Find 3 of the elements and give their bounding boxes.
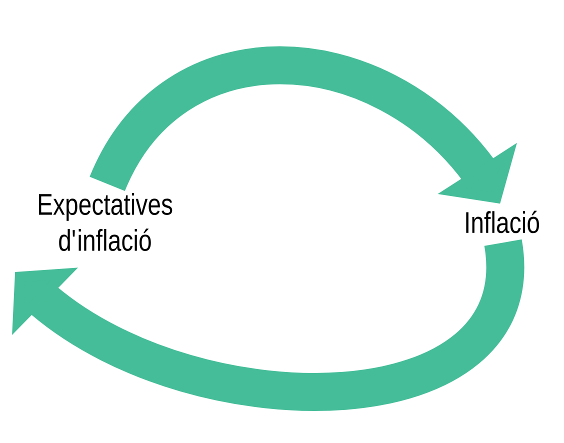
text-label: Expectatives d'inflació [38, 192, 172, 251]
text-label: Inflació [466, 210, 539, 234]
curved-arrow [12, 242, 523, 410]
